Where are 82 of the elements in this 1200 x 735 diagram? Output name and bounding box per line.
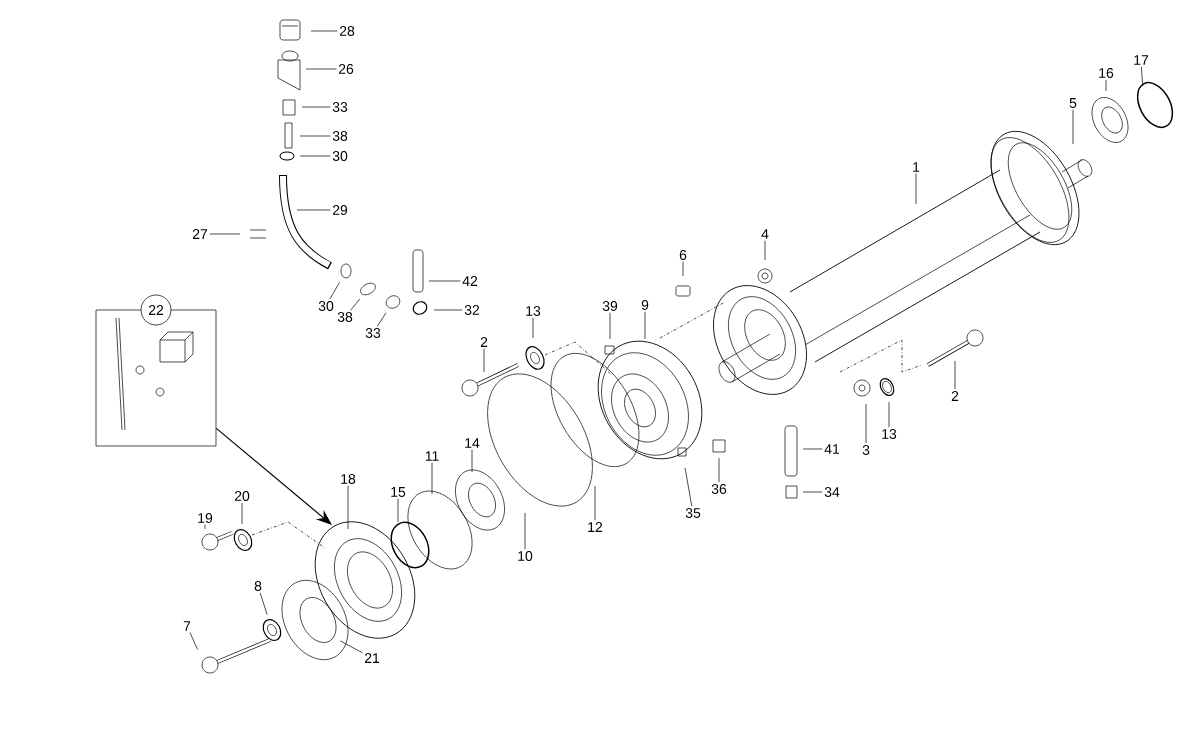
leader-line bbox=[209, 233, 241, 235]
leader-line bbox=[259, 592, 268, 616]
callout-number: 18 bbox=[341, 474, 356, 484]
leader-line bbox=[888, 401, 890, 428]
leader-line bbox=[299, 155, 331, 157]
leader-line bbox=[305, 68, 337, 70]
leader-line bbox=[329, 281, 340, 300]
callout-number: 16 bbox=[1099, 68, 1114, 78]
leader-line bbox=[532, 317, 534, 339]
callout-number: 30 bbox=[318, 301, 334, 311]
callout-number: 26 bbox=[338, 64, 354, 74]
leader-line bbox=[802, 448, 823, 450]
callout-number: 36 bbox=[711, 484, 727, 494]
callout-number: 7 bbox=[183, 621, 191, 631]
leader-line bbox=[241, 502, 243, 525]
leader-line bbox=[865, 403, 867, 444]
callout-number: 41 bbox=[824, 444, 840, 454]
leader-line bbox=[684, 467, 693, 507]
leader-line bbox=[644, 311, 646, 340]
leader-line bbox=[428, 280, 461, 282]
callout-number: 39 bbox=[602, 301, 618, 311]
leader-line bbox=[310, 30, 338, 32]
callout-number: 1 bbox=[913, 162, 920, 172]
leader-line bbox=[189, 632, 198, 650]
callout-number: 2 bbox=[480, 337, 488, 347]
leader-line bbox=[594, 485, 596, 521]
leader-line bbox=[915, 173, 917, 205]
callout-number: 32 bbox=[464, 305, 480, 315]
callout-number: 29 bbox=[332, 205, 348, 215]
callout-number: 33 bbox=[365, 328, 381, 338]
leader-line bbox=[524, 512, 526, 550]
callout-number: 12 bbox=[588, 522, 603, 532]
callout-number: 5 bbox=[1069, 98, 1077, 108]
callout-number: 30 bbox=[332, 151, 348, 161]
leader-line bbox=[299, 135, 331, 137]
kit-box: 22 bbox=[95, 294, 217, 447]
callout-number: 19 bbox=[198, 513, 213, 523]
callout-number: 6 bbox=[679, 250, 687, 260]
callout-number: 11 bbox=[425, 451, 439, 461]
leader-line bbox=[483, 348, 485, 373]
callout-number: 3 bbox=[862, 445, 870, 455]
callout-number: 34 bbox=[824, 487, 840, 497]
callout-number: 38 bbox=[337, 312, 353, 322]
leader-line bbox=[1072, 109, 1074, 145]
leader-line bbox=[802, 491, 823, 493]
leader-line bbox=[350, 298, 361, 311]
leader-line bbox=[339, 640, 363, 654]
leader-line bbox=[1105, 79, 1107, 92]
callout-number: 20 bbox=[234, 491, 250, 501]
leader-line bbox=[347, 485, 349, 530]
leader-line bbox=[377, 312, 387, 327]
callout-number: 27 bbox=[192, 229, 208, 239]
arrow bbox=[215, 427, 332, 525]
leader-line bbox=[764, 240, 766, 261]
callout-number: 21 bbox=[364, 653, 380, 663]
leader-line bbox=[682, 261, 684, 277]
callout-number: 35 bbox=[685, 508, 701, 518]
leader-line bbox=[718, 457, 720, 483]
callout-number: 13 bbox=[882, 429, 897, 439]
callout-number: 8 bbox=[254, 581, 262, 591]
callout-number: 15 bbox=[391, 487, 406, 497]
callout-number: 33 bbox=[332, 102, 348, 112]
leader-line bbox=[954, 360, 956, 390]
leader-line bbox=[431, 462, 433, 495]
leader-line bbox=[204, 524, 206, 530]
callout-number: 38 bbox=[332, 131, 348, 141]
callout-number: 10 bbox=[518, 551, 533, 561]
leader-line bbox=[301, 106, 331, 108]
callout-number: 14 bbox=[465, 438, 480, 448]
callout-number: 17 bbox=[1134, 55, 1149, 65]
callout-number: 2 bbox=[951, 391, 959, 401]
leader-line bbox=[471, 449, 473, 473]
leader-line bbox=[296, 209, 331, 211]
callout-number: 9 bbox=[641, 300, 649, 310]
callout-number: 4 bbox=[761, 229, 769, 239]
leader-line bbox=[1141, 66, 1143, 87]
leader-line bbox=[397, 498, 399, 523]
callout-number: 13 bbox=[526, 306, 541, 316]
callout-number: 28 bbox=[339, 26, 355, 36]
leader-line bbox=[433, 309, 463, 311]
callout-number: 42 bbox=[462, 276, 478, 286]
leader-line bbox=[609, 312, 611, 340]
